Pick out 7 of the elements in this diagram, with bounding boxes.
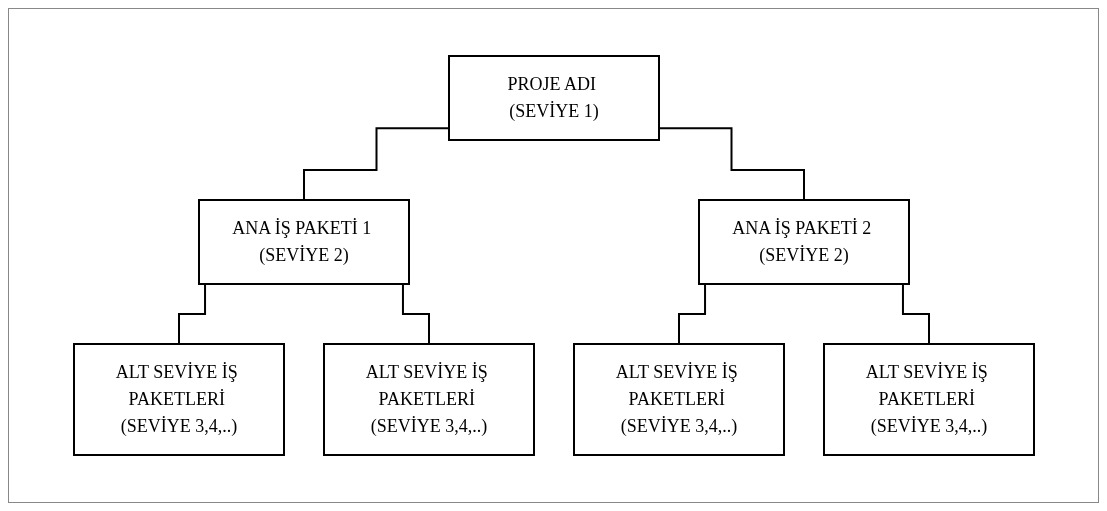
node-box: PROJE ADI (SEVİYE 1) [447,55,660,141]
node-box: ALT SEVİYE İŞ PAKETLERİ (SEVİYE 3,4,..) [72,343,285,456]
node-box: ANA İŞ PAKETİ 1 (SEVİYE 2) [197,199,410,285]
node-box: ALT SEVİYE İŞ PAKETLERİ (SEVİYE 3,4,..) [322,343,535,456]
node-box: ALT SEVİYE İŞ PAKETLERİ (SEVİYE 3,4,..) [572,343,785,456]
node-box: ALT SEVİYE İŞ PAKETLERİ (SEVİYE 3,4,..) [822,343,1035,456]
node-box: ANA İŞ PAKETİ 2 (SEVİYE 2) [697,199,910,285]
